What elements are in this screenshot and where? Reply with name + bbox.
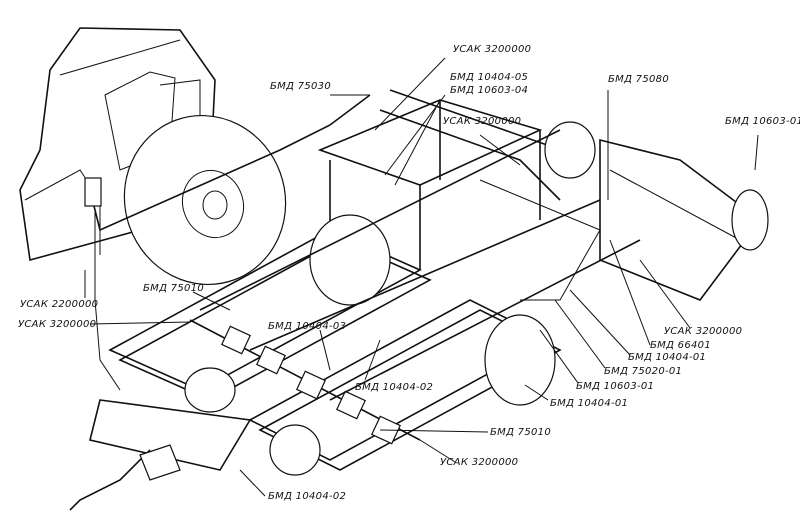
leader-lines (84, 57, 759, 497)
label-bmd-75030: БМД 75030 (270, 81, 331, 92)
label-bmd-10404-01: БМД 10404-01 (628, 352, 707, 363)
tractor-wheel (123, 114, 287, 286)
tractor-coupler (84, 177, 102, 207)
label-bmd-10603-01: БМД 10603-01 (576, 381, 655, 392)
hose-75030 (89, 94, 371, 232)
label-bmd-10603-04: БМД 10603-04 (450, 85, 529, 96)
label-usak-3200000: УСАК 3200000 (443, 116, 522, 127)
label-bmd-75010: БМД 75010 (143, 283, 204, 294)
label-usak-3200000: УСАК 3200000 (453, 44, 532, 55)
label-bmd-75080: БМД 75080 (608, 74, 669, 85)
label-bmd-10404-01: БМД 10404-01 (550, 398, 629, 409)
implement-wheels (184, 121, 769, 476)
label-bmd-10603-01: БМД 10603-01 (725, 116, 800, 127)
label-bmd-10404-02: БМД 10404-02 (355, 382, 434, 393)
label-bmd-10404-02: БМД 10404-02 (268, 491, 347, 502)
label-usak-3200000: УСАК 3200000 (18, 319, 97, 330)
label-bmd-75020-01: БМД 75020-01 (604, 366, 683, 377)
label-bmd-75010: БМД 75010 (490, 427, 551, 438)
label-usak-2200000: УСАК 2200000 (20, 299, 99, 310)
hydraulic-cylinders (189, 129, 641, 445)
label-bmd-10404-03: БМД 10404-03 (268, 321, 347, 332)
label-usak-3200000: УСАК 3200000 (440, 457, 519, 468)
label-usak-3200000: УСАК 3200000 (664, 326, 743, 337)
label-bmd-10404-05: БМД 10404-05 (450, 72, 529, 83)
label-bmd-66401: БМД 66401 (650, 340, 711, 351)
